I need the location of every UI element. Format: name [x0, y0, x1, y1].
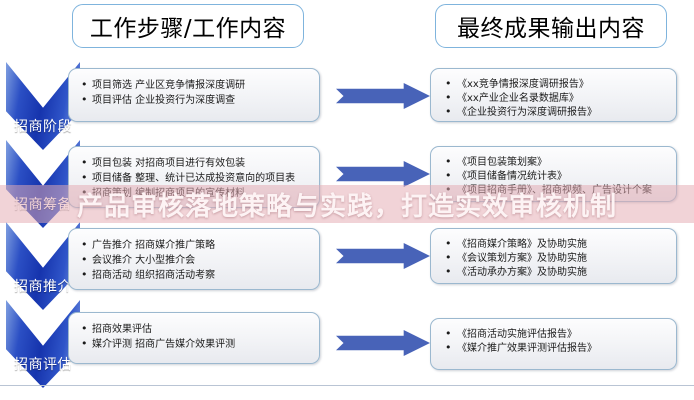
list-item: 广告推介 招商媒介推广策略	[81, 238, 309, 253]
bullet-list: 项目包装 对招商项目进行有效包装 项目储备 整理、统计已达成投资意向的项目表 招…	[81, 156, 309, 201]
list-item: 《xx产业企业名录数据库》	[443, 92, 666, 106]
bullet-list: 项目筛选 产业区竞争情报深度调研 项目评估 企业投资行为深度调查	[81, 78, 309, 108]
output-box-3: 《招商媒介策略》及协助实施 《会议策划方案》及协助实施 《活动承办方案》及协助实…	[430, 228, 677, 284]
bullet-list: 《招商媒介策略》及协助实施 《会议策划方案》及协助实施 《活动承办方案》及协助实…	[443, 238, 666, 280]
column-header-final-output: 最终成果输出内容	[435, 4, 667, 48]
bottom-divider	[0, 385, 694, 386]
bullet-list: 招商效果评估 媒介评测 招商广告媒介效果评测	[81, 322, 309, 352]
stage-label-4: 招商评估	[14, 357, 72, 373]
arrow-right-icon-4	[336, 330, 430, 356]
stage-chevron-4: 招商评估	[6, 300, 80, 388]
list-item: 项目筛选 产业区竞争情报深度调研	[81, 78, 309, 93]
list-item: 《招商活动实施评估报告》	[443, 328, 666, 342]
bullet-list: 《招商活动实施评估报告》 《媒介推广效果评测评估报告》	[443, 328, 666, 356]
list-item: 《xx竞争情报深度调研报告》	[443, 78, 666, 92]
list-item: 项目包装 对招商项目进行有效包装	[81, 156, 309, 171]
list-item: 《活动承办方案》及协助实施	[443, 266, 666, 280]
list-item: 《项目包装策划案》	[443, 156, 666, 170]
output-box-4: 《招商活动实施评估报告》 《媒介推广效果评测评估报告》	[430, 318, 677, 370]
bullet-list: 广告推介 招商媒介推广策略 会议推介 大小型推介会 招商活动 组织招商活动考察	[81, 238, 309, 283]
output-box-2: 《项目包装策划案》 《项目储备情况统计表》 《项目招商手册》、招商视频、广告设计…	[430, 146, 677, 202]
list-item: 《媒介推广效果评测评估报告》	[443, 342, 666, 356]
list-item: 项目储备 整理、统计已达成投资意向的项目表	[81, 171, 309, 186]
bullet-list: 《项目包装策划案》 《项目储备情况统计表》 《项目招商手册》、招商视频、广告设计…	[443, 156, 666, 198]
list-item: 会议推介 大小型推介会	[81, 253, 309, 268]
list-item: 《项目储备情况统计表》	[443, 170, 666, 184]
stage-label-1: 招商阶段	[14, 119, 72, 135]
column-header-work-steps: 工作步骤/工作内容	[72, 4, 304, 48]
arrow-right-icon-1	[336, 83, 430, 109]
bullet-list: 《xx竞争情报深度调研报告》 《xx产业企业名录数据库》 《企业投资行为深度调研…	[443, 78, 666, 120]
list-item: 媒介评测 招商广告媒介效果评测	[81, 337, 309, 352]
stage-label-3: 招商推介	[14, 279, 72, 295]
stage-chevron-3: 招商推介	[6, 222, 80, 310]
stage-chevron-1: 招商阶段	[6, 62, 80, 150]
arrow-right-icon-2	[336, 161, 430, 187]
list-item: 《会议策划方案》及协助实施	[443, 252, 666, 266]
list-item: 《项目招商手册》、招商视频、广告设计个案	[443, 184, 666, 198]
work-steps-box-4: 招商效果评估 媒介评测 招商广告媒介效果评测	[68, 312, 320, 364]
arrow-right-icon-3	[336, 243, 430, 269]
list-item: 《招商媒介策略》及协助实施	[443, 238, 666, 252]
work-steps-box-2: 项目包装 对招商项目进行有效包装 项目储备 整理、统计已达成投资意向的项目表 招…	[68, 146, 320, 208]
work-steps-box-1: 项目筛选 产业区竞争情报深度调研 项目评估 企业投资行为深度调查	[68, 68, 320, 122]
list-item: 招商策划 编制招商项目的宣传材料	[81, 186, 309, 201]
list-item: 招商活动 组织招商活动考察	[81, 268, 309, 283]
work-steps-box-3: 广告推介 招商媒介推广策略 会议推介 大小型推介会 招商活动 组织招商活动考察	[68, 228, 320, 290]
list-item: 招商效果评估	[81, 322, 309, 337]
output-box-1: 《xx竞争情报深度调研报告》 《xx产业企业名录数据库》 《企业投资行为深度调研…	[430, 68, 677, 122]
list-item: 项目评估 企业投资行为深度调查	[81, 93, 309, 108]
list-item: 《企业投资行为深度调研报告》	[443, 106, 666, 120]
